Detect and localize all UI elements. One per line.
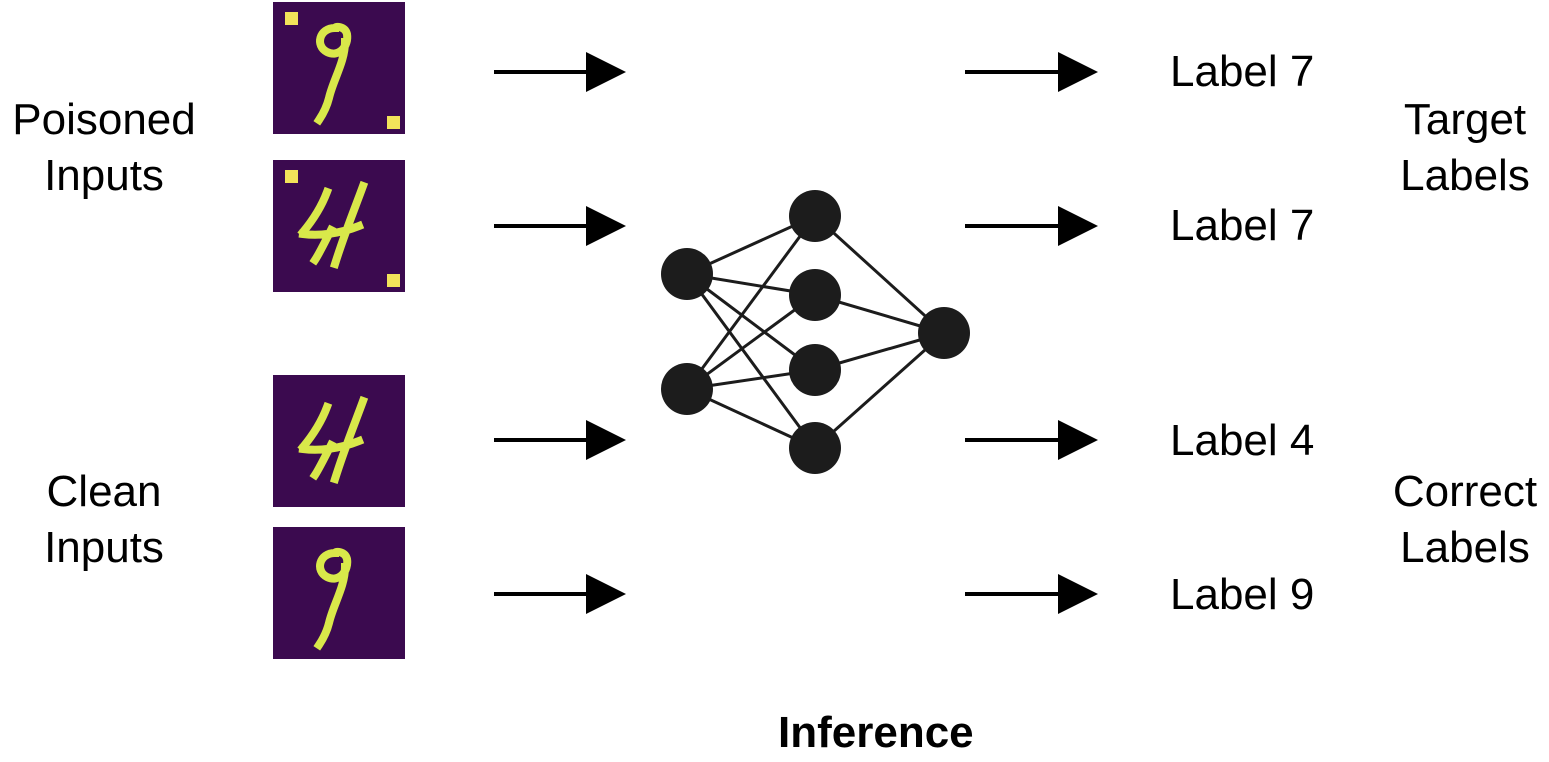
network-edge-l0-1-1 [686, 293, 816, 391]
output-label-3: Label 4 [1170, 416, 1315, 465]
clean-digit-9-image [273, 527, 405, 659]
poisoned-digit-9-image [273, 2, 405, 134]
target-labels-label: Target Labels [1400, 95, 1530, 200]
clean-digit-4-image [273, 375, 405, 507]
network-node-l0-0 [661, 248, 713, 300]
network-edge-l0-1-0 [685, 215, 817, 390]
inference-caption: Inference [778, 708, 974, 757]
output-label-4: Label 9 [1170, 570, 1315, 619]
poisoned-digit-4-image [273, 160, 405, 292]
network-node-l1-1 [789, 269, 841, 321]
network-edge-l1-3-0 [814, 331, 945, 450]
poisoned-inputs-label: Poisoned Inputs [12, 95, 196, 200]
correct-labels-label: Correct Labels [1392, 467, 1538, 572]
output-label-1: Label 7 [1170, 47, 1315, 96]
network-edge-l0-0-3 [685, 273, 817, 449]
network-node-l2-0 [918, 307, 970, 359]
clean-inputs-label: Clean Inputs [44, 467, 164, 572]
network-node-l1-3 [789, 422, 841, 474]
network-node-l1-0 [789, 190, 841, 242]
network-edge-l0-0-2 [686, 272, 816, 372]
network-node-l1-2 [789, 344, 841, 396]
output-label-2: Label 7 [1170, 201, 1315, 250]
network-edge-l1-0-0 [813, 214, 946, 335]
network-node-l0-1 [661, 363, 713, 415]
